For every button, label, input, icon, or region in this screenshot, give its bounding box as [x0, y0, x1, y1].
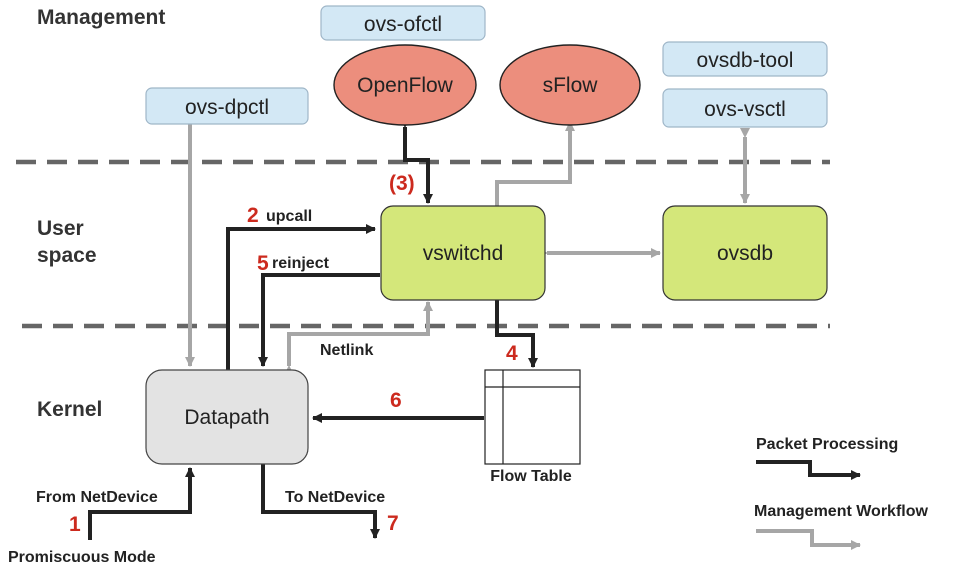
node-sflow: sFlow [499, 44, 641, 126]
node-openflow: OpenFlow [333, 44, 477, 126]
ovs-ofctl-label: ovs-ofctl [364, 13, 442, 36]
node-ovsdb-tool: ovsdb-tool [662, 41, 828, 77]
datapath-label: Datapath [184, 406, 269, 429]
from-netdevice-label: From NetDevice [36, 489, 158, 506]
legend-management-workflow-arrow [756, 529, 861, 550]
promiscuous-mode-label: Promiscuous Mode [8, 549, 156, 566]
step-3-label: (3) [389, 172, 415, 195]
step-4-number: 4 [506, 342, 518, 365]
node-vswitchd: vswitchd [380, 205, 546, 301]
node-ovs-dpctl: ovs-dpctl [145, 87, 309, 125]
legend-management-workflow-label: Management Workflow [754, 503, 929, 520]
step-5-number: 5 [257, 252, 269, 275]
node-ovs-ofctl: ovs-ofctl [320, 5, 486, 41]
layer-label-management: Management [37, 6, 165, 29]
node-datapath: Datapath [145, 369, 309, 465]
to-netdevice-label: To NetDevice [285, 489, 385, 506]
node-ovsdb: ovsdb [662, 205, 828, 301]
legend-packet-processing-label: Packet Processing [756, 436, 898, 453]
step-6-number: 6 [390, 389, 402, 412]
arrow-datapath-to-netdevice [261, 464, 380, 539]
ovs-dpctl-label: ovs-dpctl [185, 96, 269, 119]
arrow-from-netdevice-to-datapath [88, 467, 195, 540]
ovsdb-tool-label: ovsdb-tool [697, 49, 794, 72]
layer-label-user-space-line1: User [37, 217, 84, 240]
layer-label-user-space-line2: space [37, 244, 97, 267]
netlink-label: Netlink [320, 342, 373, 359]
arrow-vswitchd-to-sflow [495, 121, 575, 206]
node-ovs-vsctl: ovs-vsctl [662, 88, 828, 128]
step-2-number: 2 [247, 204, 259, 227]
arrow-reinject-vswitchd-to-datapath [258, 273, 380, 367]
arrow-upcall-datapath-to-vswitchd [226, 224, 376, 370]
openflow-label: OpenFlow [357, 74, 454, 97]
step-1-number: 1 [69, 513, 81, 536]
arrow-vswitchd-to-flow-table [495, 300, 538, 368]
arrow-netlink-datapath-vswitchd [284, 301, 433, 375]
flow-table-label: Flow Table [490, 468, 572, 485]
node-flow-table [484, 369, 581, 465]
ovsdb-label: ovsdb [717, 242, 773, 265]
arrow-openflow-vswitchd-bidirectional [400, 118, 433, 204]
step-7-number: 7 [387, 512, 399, 535]
sflow-label: sFlow [543, 74, 599, 97]
legend-packet-processing-arrow [756, 460, 861, 480]
legend: Packet Processing Management Workflow [754, 436, 929, 550]
vswitchd-label: vswitchd [423, 242, 504, 265]
reinject-label: reinject [272, 255, 330, 272]
upcall-label: upcall [266, 208, 312, 225]
layer-label-kernel: Kernel [37, 398, 102, 421]
ovs-vsctl-label: ovs-vsctl [704, 98, 786, 121]
